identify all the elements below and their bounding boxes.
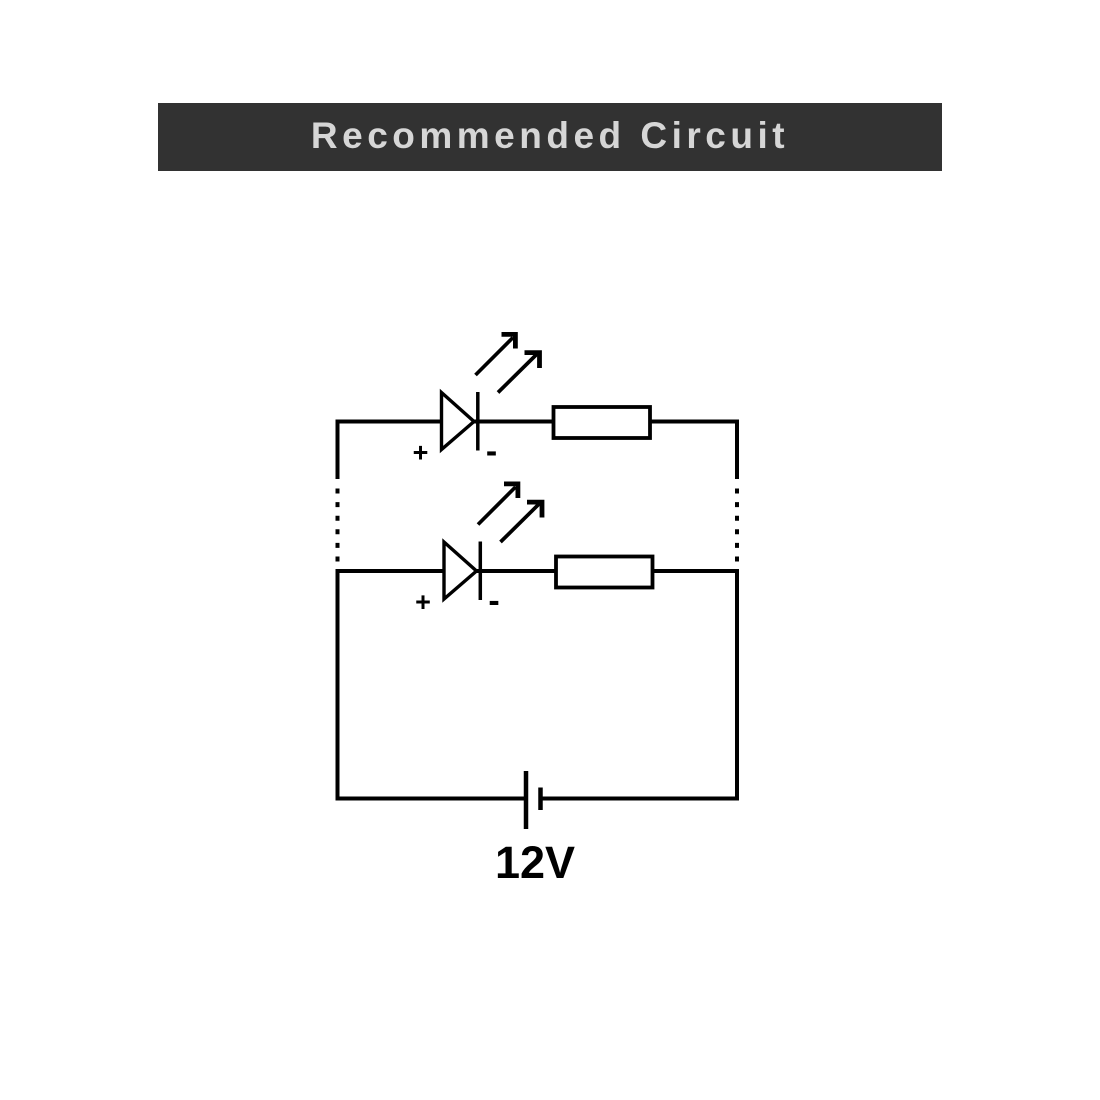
- led2-arrow2-shaft: [499, 502, 541, 544]
- led1-arrow1-head: [501, 331, 518, 349]
- led2-triangle: [442, 538, 480, 603]
- led-2: + -: [415, 481, 545, 620]
- led-branch-2: + -: [335, 481, 739, 620]
- led2-anode-label: +: [415, 587, 431, 617]
- resistor-2: [554, 554, 655, 590]
- led2-arrow1-shaft: [476, 485, 517, 526]
- led2-cathode-label: -: [488, 582, 499, 620]
- page-title: Recommended Circuit: [310, 115, 790, 156]
- led1-cathode-label: -: [486, 433, 497, 471]
- led2-arrow2-head: [527, 499, 545, 518]
- led1-light-arrows: [474, 331, 542, 394]
- battery-symbol: [523, 771, 543, 829]
- battery-branch: 12V: [335, 771, 739, 888]
- led2-light-arrows: [476, 481, 545, 544]
- led1-arrow1-shaft: [474, 336, 515, 377]
- led2-arrow1-head: [504, 481, 521, 498]
- led1-anode-label: +: [413, 438, 429, 468]
- led1-arrow2-shaft: [496, 352, 539, 394]
- led-branch-1: + -: [335, 331, 739, 471]
- battery-voltage-label: 12V: [495, 837, 575, 888]
- led1-triangle: [439, 388, 477, 454]
- title-banner: Recommended Circuit: [158, 103, 942, 171]
- led1-arrow2-head: [524, 350, 542, 368]
- led-1: + -: [413, 331, 542, 471]
- resistor-1: [551, 405, 652, 440]
